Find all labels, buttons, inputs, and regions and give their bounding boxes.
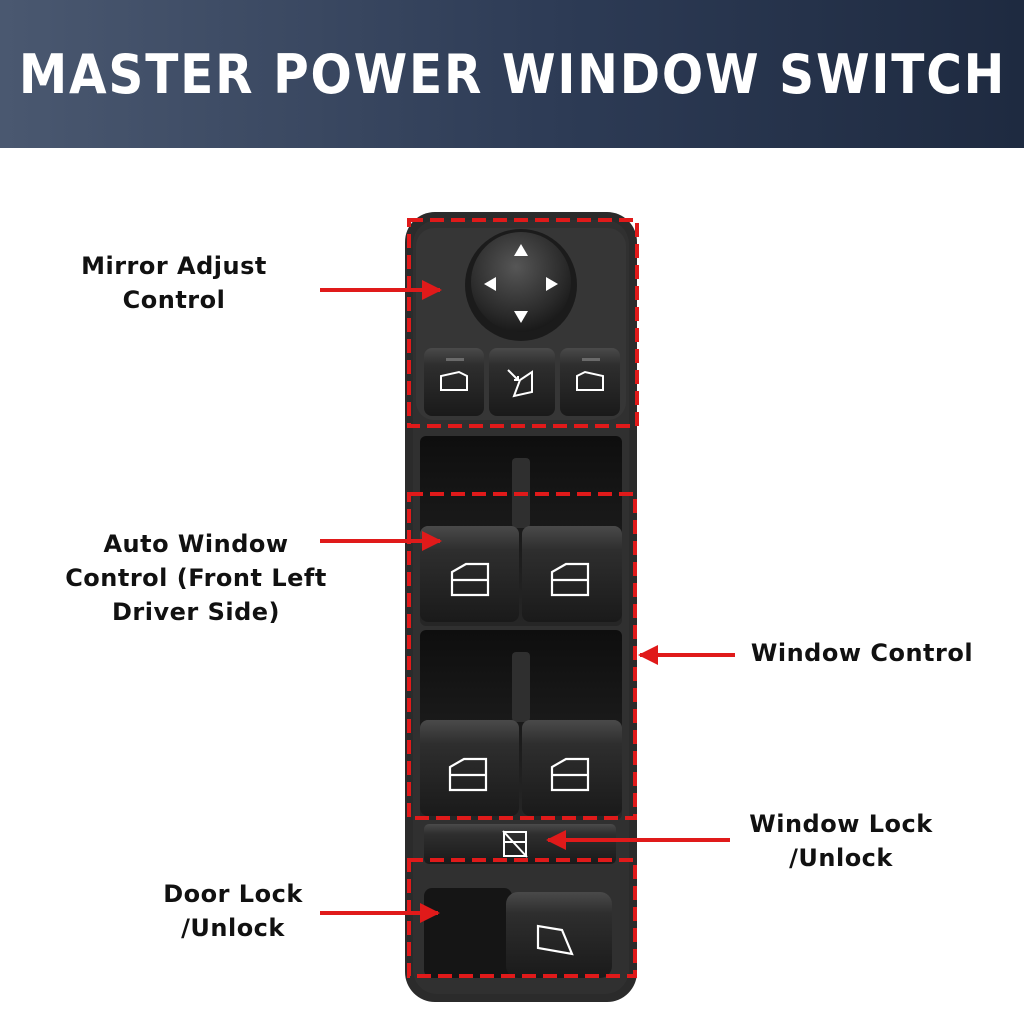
door-lock-icon bbox=[536, 924, 574, 956]
window-icon bbox=[550, 562, 590, 597]
mirror-select-right-button[interactable] bbox=[560, 348, 620, 416]
window-switch-rear-right[interactable] bbox=[522, 720, 622, 816]
window-icon bbox=[448, 757, 488, 792]
arrow-up-icon bbox=[514, 244, 528, 256]
mirror-adjust-knob[interactable] bbox=[465, 229, 577, 341]
arrow-right-icon bbox=[546, 277, 558, 291]
window-switch-front-right[interactable] bbox=[522, 526, 622, 622]
mirror-fold-button[interactable] bbox=[489, 348, 555, 416]
mirror-select-left-button[interactable] bbox=[424, 348, 484, 416]
mirror-highlight-box bbox=[407, 218, 639, 428]
door-lock-label: Door Lock /Unlock bbox=[163, 880, 303, 942]
auto-window-label: Auto Window Control (Front Left Driver S… bbox=[65, 530, 327, 626]
title-banner: MASTER POWER WINDOW SWITCH bbox=[0, 0, 1024, 148]
window-control-label: Window Control bbox=[750, 639, 974, 667]
door-lock-highlight-box bbox=[407, 858, 637, 978]
window-switch-front-left[interactable] bbox=[420, 526, 519, 622]
window-lock-button[interactable] bbox=[424, 824, 616, 864]
mirror-fold-icon bbox=[507, 369, 533, 398]
window-icon bbox=[450, 562, 490, 597]
arrow-left-icon bbox=[484, 277, 496, 291]
window-switch-rear-left[interactable] bbox=[420, 720, 519, 816]
right-mirror-select-icon bbox=[576, 370, 604, 391]
window-lock-label: Window Lock /Unlock bbox=[749, 810, 933, 872]
left-mirror-select-icon bbox=[440, 370, 468, 391]
window-control-highlight-box bbox=[407, 492, 637, 820]
mirror-adjust-label: Mirror Adjust Control bbox=[81, 252, 267, 314]
window-lock-icon bbox=[502, 830, 528, 858]
window-icon bbox=[550, 757, 590, 792]
arrow-down-icon bbox=[514, 311, 528, 323]
page-title: MASTER POWER WINDOW SWITCH bbox=[18, 42, 1006, 106]
door-lock-rocker[interactable] bbox=[424, 888, 612, 978]
